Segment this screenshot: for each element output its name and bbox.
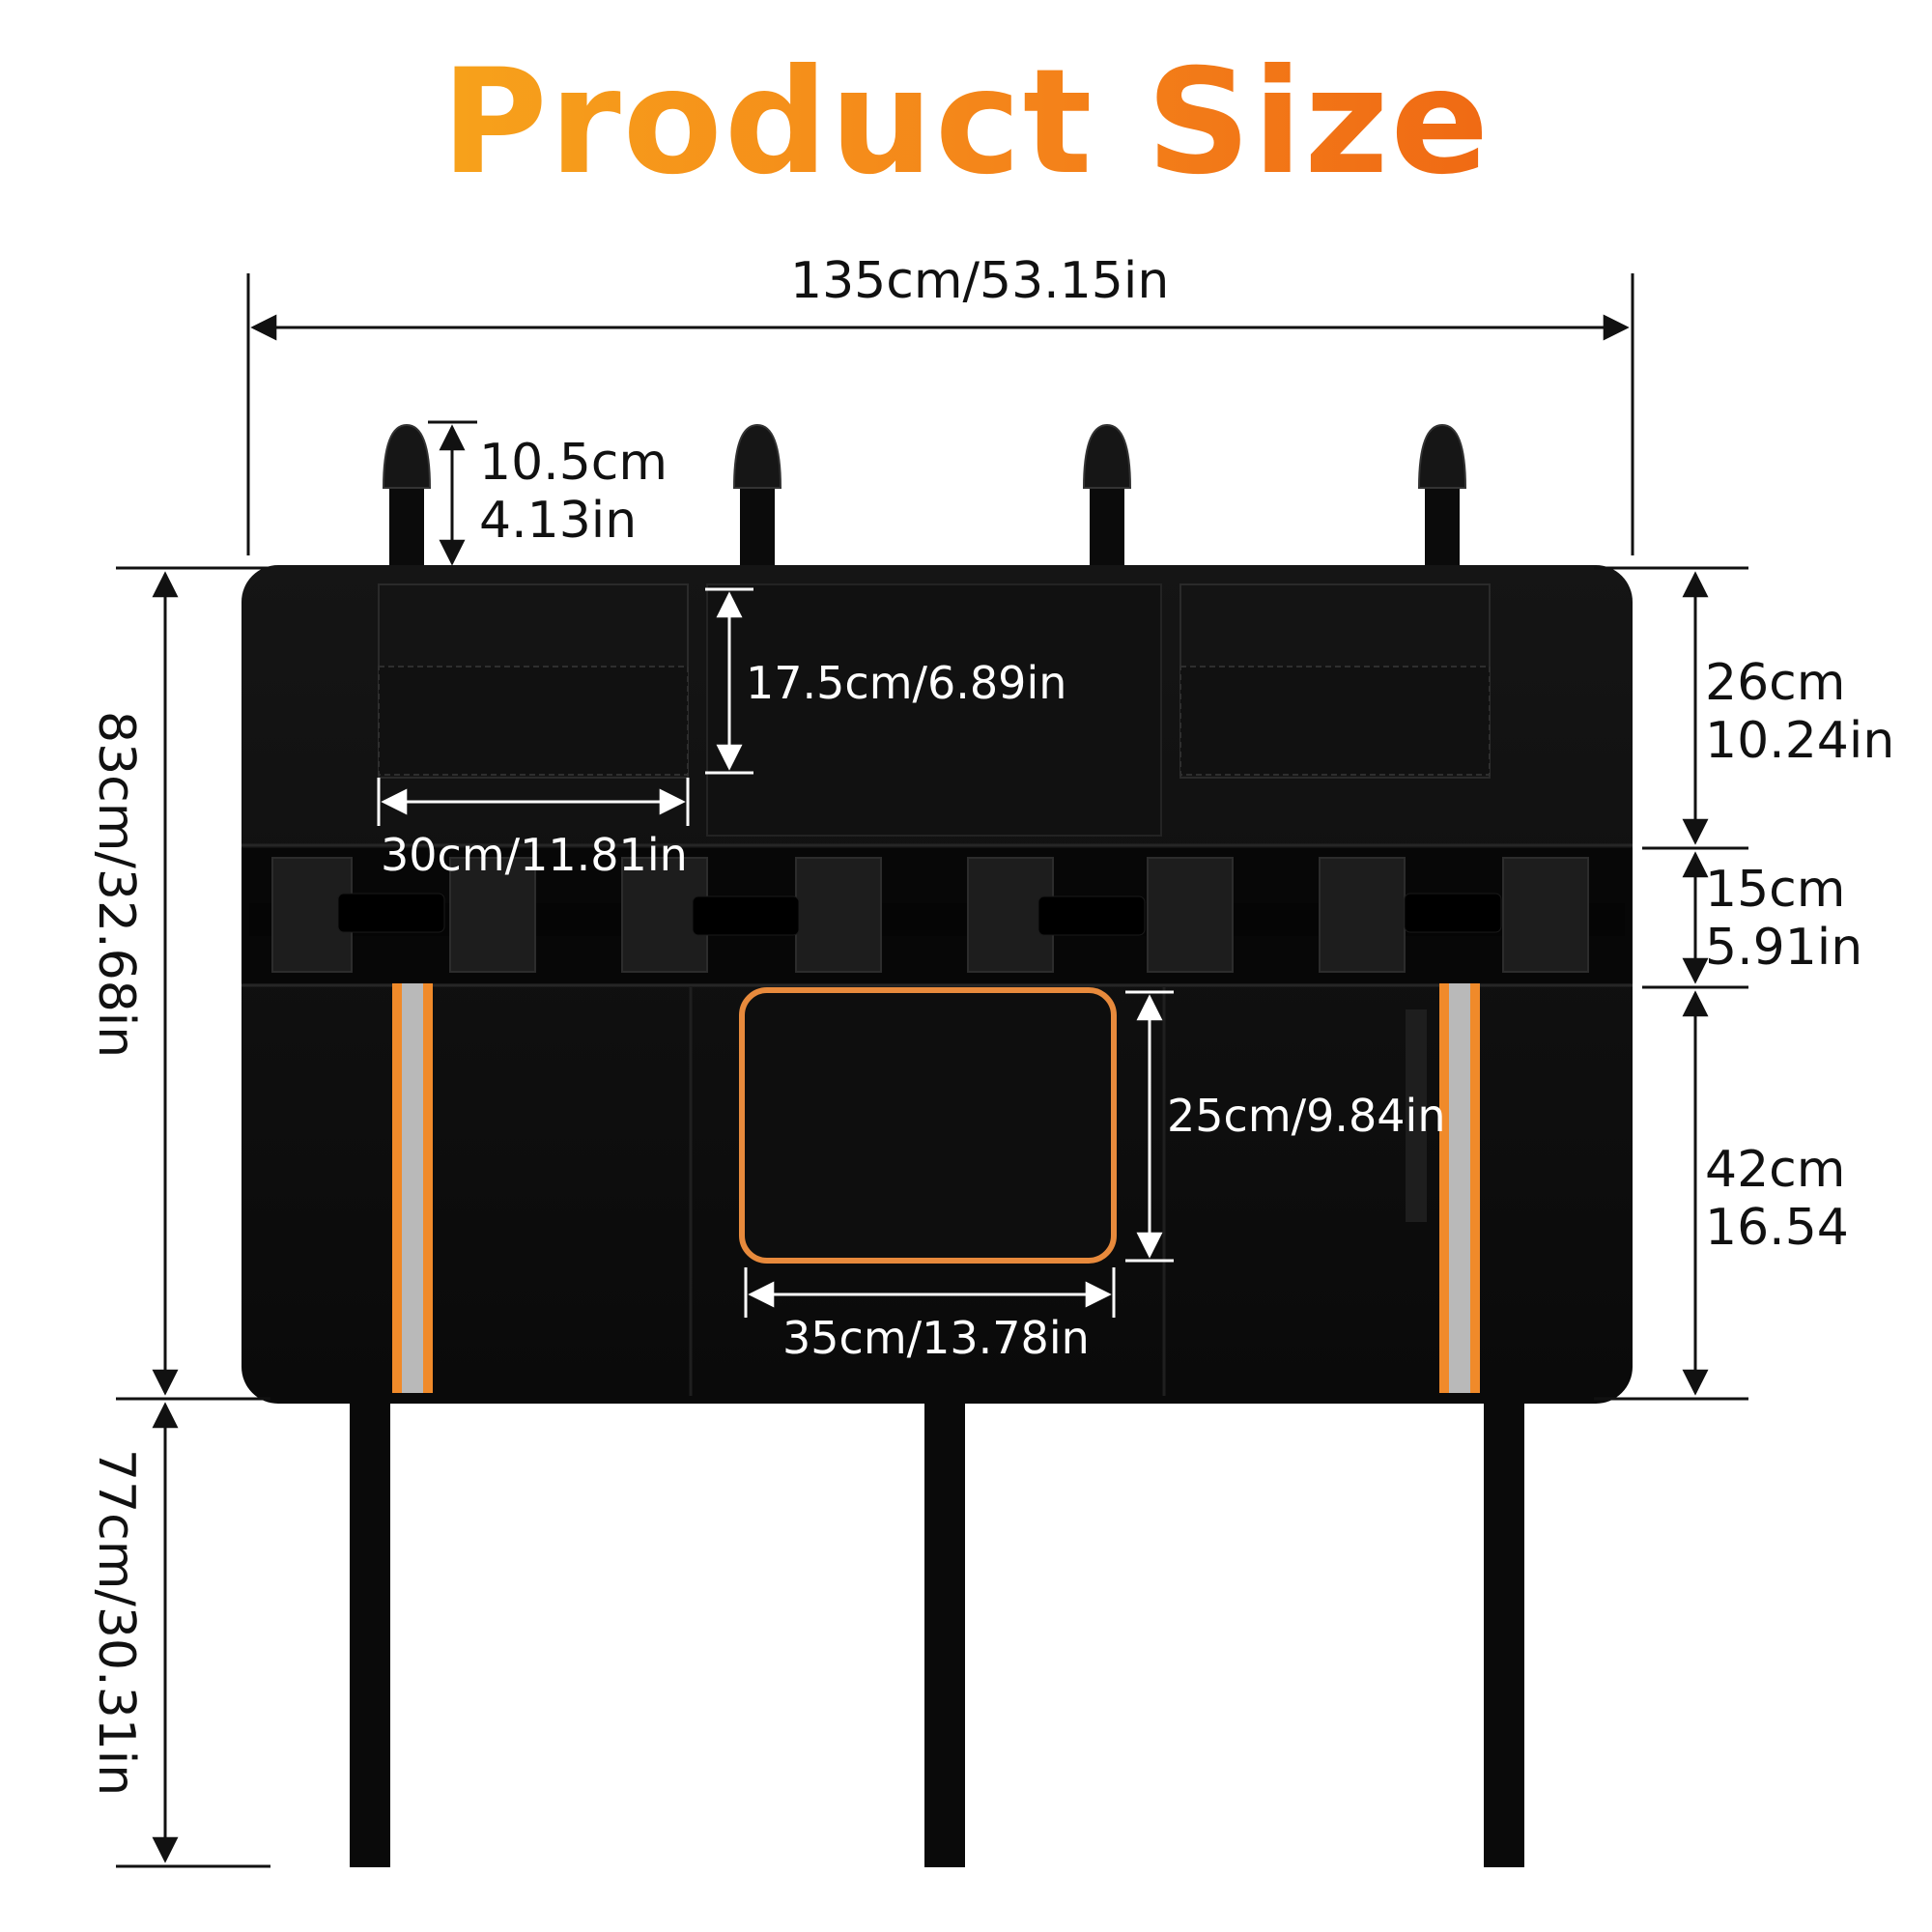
page-title: Product Size — [440, 39, 1492, 207]
front-mesh-pocket — [739, 987, 1117, 1264]
top-buckles — [382, 423, 1467, 570]
top-pocket-height-label: 17.5cm/6.89in — [746, 657, 1067, 709]
upper-section-cm-label: 26cm — [1705, 654, 1846, 712]
top-strap-cm-label: 10.5cm — [479, 434, 668, 492]
bottom-strap-length-label: 77cm/30.31in — [87, 1449, 145, 1797]
reflective-strips — [392, 983, 1480, 1393]
dimension-lines — [116, 273, 1748, 1868]
lower-section-cm-label: 42cm — [1705, 1141, 1846, 1199]
top-pocket-width-label: 30cm/11.81in — [381, 829, 688, 881]
middle-section-cm-label: 15cm — [1705, 861, 1846, 919]
front-pocket-width-label: 35cm/13.78in — [782, 1312, 1090, 1364]
total-height-label: 83cm/32.68in — [87, 711, 145, 1059]
organizer-body — [242, 565, 1633, 1404]
top-strap-in-label: 4.13in — [479, 492, 638, 550]
inner-dimension-lines — [377, 587, 1174, 1318]
lower-section-in-label: 16.54 — [1705, 1199, 1849, 1257]
middle-section-in-label: 5.91in — [1705, 919, 1863, 977]
upper-section-in-label: 10.24in — [1705, 712, 1895, 770]
overall-width-label: 135cm/53.15in — [790, 252, 1170, 310]
front-pocket-height-label: 25cm/9.84in — [1167, 1090, 1446, 1142]
bottom-straps — [350, 1391, 1524, 1867]
